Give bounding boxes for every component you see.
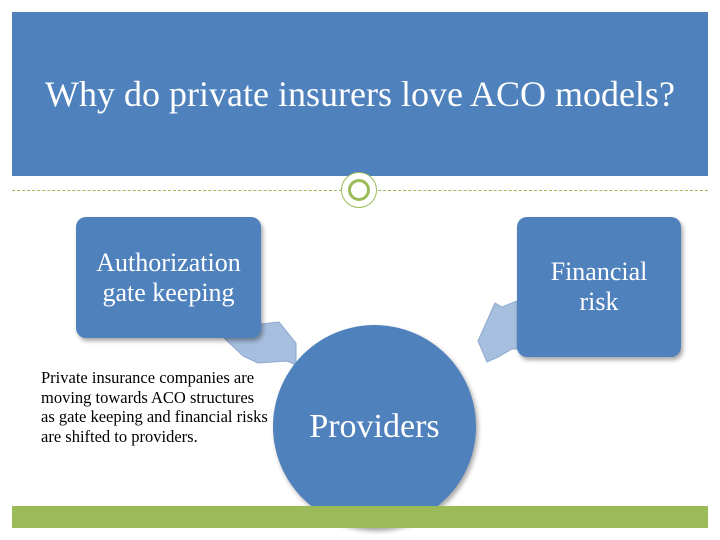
circle-ornament-ring bbox=[348, 179, 370, 201]
footer-bar bbox=[12, 506, 708, 528]
divider-line-left bbox=[12, 190, 342, 191]
authorization-gate-keeping-box: Authorization gate keeping bbox=[76, 217, 261, 338]
circle-ornament bbox=[341, 172, 377, 208]
financial-box-text: Financial risk bbox=[551, 257, 648, 317]
title-banner bbox=[12, 12, 708, 176]
financial-box-line-1: Financial bbox=[550, 257, 648, 286]
providers-label: Providers bbox=[309, 407, 440, 445]
authorization-box-line-1: Authorization bbox=[96, 247, 241, 277]
divider-line-right bbox=[378, 190, 708, 191]
arrow-to-providers-right bbox=[477, 300, 518, 363]
explanation-note: Private insurance companies are moving t… bbox=[41, 368, 268, 446]
providers-circle: Providers bbox=[273, 325, 476, 528]
financial-box-line-2: risk bbox=[579, 287, 619, 316]
financial-risk-box: Financial risk bbox=[517, 217, 681, 357]
authorization-box-text: Authorization gate keeping bbox=[96, 248, 240, 308]
slide-title: Why do private insurers love ACO models? bbox=[45, 74, 675, 114]
authorization-box-line-2: gate keeping bbox=[102, 277, 235, 307]
